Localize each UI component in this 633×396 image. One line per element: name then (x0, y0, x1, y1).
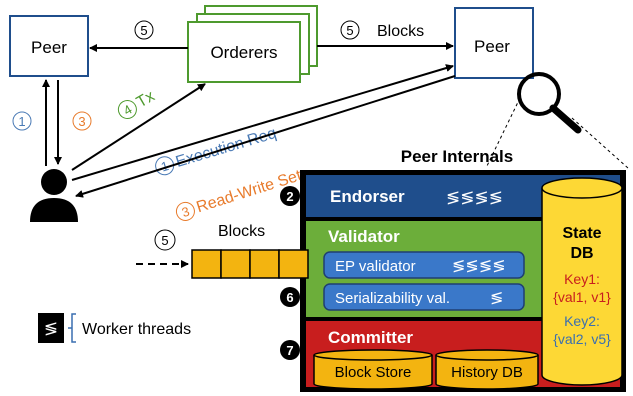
magnifier-icon (517, 72, 561, 116)
queue-slot-4 (278, 249, 309, 279)
zoom-line-right (571, 117, 629, 169)
history-db-label: History DB (451, 364, 523, 381)
peer-left-box (9, 15, 89, 77)
tx-label: Tx (134, 88, 158, 112)
magnifier-handle (549, 104, 582, 134)
peer-left-label: Peer (31, 38, 67, 57)
step-1-circle-left (12, 111, 32, 131)
block-store-top (313, 349, 433, 361)
step-2-badge (280, 186, 300, 206)
blocks-queue-label: Blocks (218, 223, 265, 240)
step-5-circle-a (134, 20, 154, 40)
state-db-top (541, 177, 623, 199)
key1-value: {val1, v1} (553, 289, 611, 305)
step-3-circle-rw (175, 201, 195, 221)
key2-label: Key2: (564, 313, 600, 329)
step-5-label-a: 5 (140, 23, 147, 38)
client-head (41, 169, 67, 195)
endorser-threads: ≶≶≶≶ (446, 188, 503, 207)
step-7-badge (280, 340, 300, 360)
serializability-label: Serializability val. (335, 290, 450, 307)
blocks-top-label: Blocks (377, 23, 424, 40)
step-3-label-left: 3 (78, 114, 85, 129)
step-2-label: 2 (286, 189, 293, 204)
history-db-top (435, 349, 539, 361)
step-5-circle-b (340, 20, 360, 40)
peer-internals-title: Peer Internals (401, 147, 513, 166)
step-5-circle-queue (154, 229, 176, 251)
queue-slot-2 (220, 249, 251, 279)
key2-value: {val2, v5} (553, 331, 611, 347)
legend-bracket (68, 313, 76, 343)
ep-validator-label: EP validator (335, 258, 416, 275)
orderers-box (187, 21, 301, 83)
worker-threads-label: Worker threads (82, 321, 191, 338)
serializability-box (323, 283, 525, 311)
step-7-label: 7 (286, 343, 293, 358)
validator-label: Validator (328, 227, 400, 246)
step-1-label-left: 1 (18, 114, 25, 129)
step-5-label-queue: 5 (161, 233, 168, 248)
committer-label: Committer (328, 328, 413, 347)
worker-thread-icon: ≶ (44, 319, 58, 338)
orderers-label: Orderers (210, 43, 277, 62)
step-4-circle (117, 100, 137, 119)
peer-right-label: Peer (474, 37, 510, 56)
arrow-read-write-set (75, 75, 456, 198)
history-db-cylinder (435, 355, 539, 390)
block-store-cylinder (313, 355, 433, 390)
step-5-label-b: 5 (346, 23, 353, 38)
state-db-cylinder (541, 188, 623, 386)
step-6-badge (280, 287, 300, 307)
arrow-tx (71, 83, 206, 171)
key1-label: Key1: (564, 271, 600, 287)
state-db-label-1: State (562, 225, 601, 242)
step-6-label: 6 (286, 290, 293, 305)
queue-slot-3 (249, 249, 280, 279)
state-db-label-2: DB (570, 245, 593, 262)
zoom-line-left (485, 97, 521, 169)
ep-validator-threads: ≶≶≶≶ (452, 258, 506, 275)
arrow-execution-req (71, 64, 454, 181)
ep-validator-box (323, 251, 525, 279)
serializability-threads: ≶ (490, 290, 503, 307)
peer-right-box (454, 7, 534, 79)
worker-thread-icon-box (38, 313, 64, 343)
endorser-label: Endorser (330, 187, 405, 206)
client-body (30, 198, 78, 222)
step-3-label-rw: 3 (180, 204, 191, 220)
step-3-circle-left (72, 111, 92, 131)
queue-slot-1 (191, 249, 222, 279)
step-1-label-exec: 1 (159, 158, 170, 174)
block-store-label: Block Store (335, 364, 412, 381)
